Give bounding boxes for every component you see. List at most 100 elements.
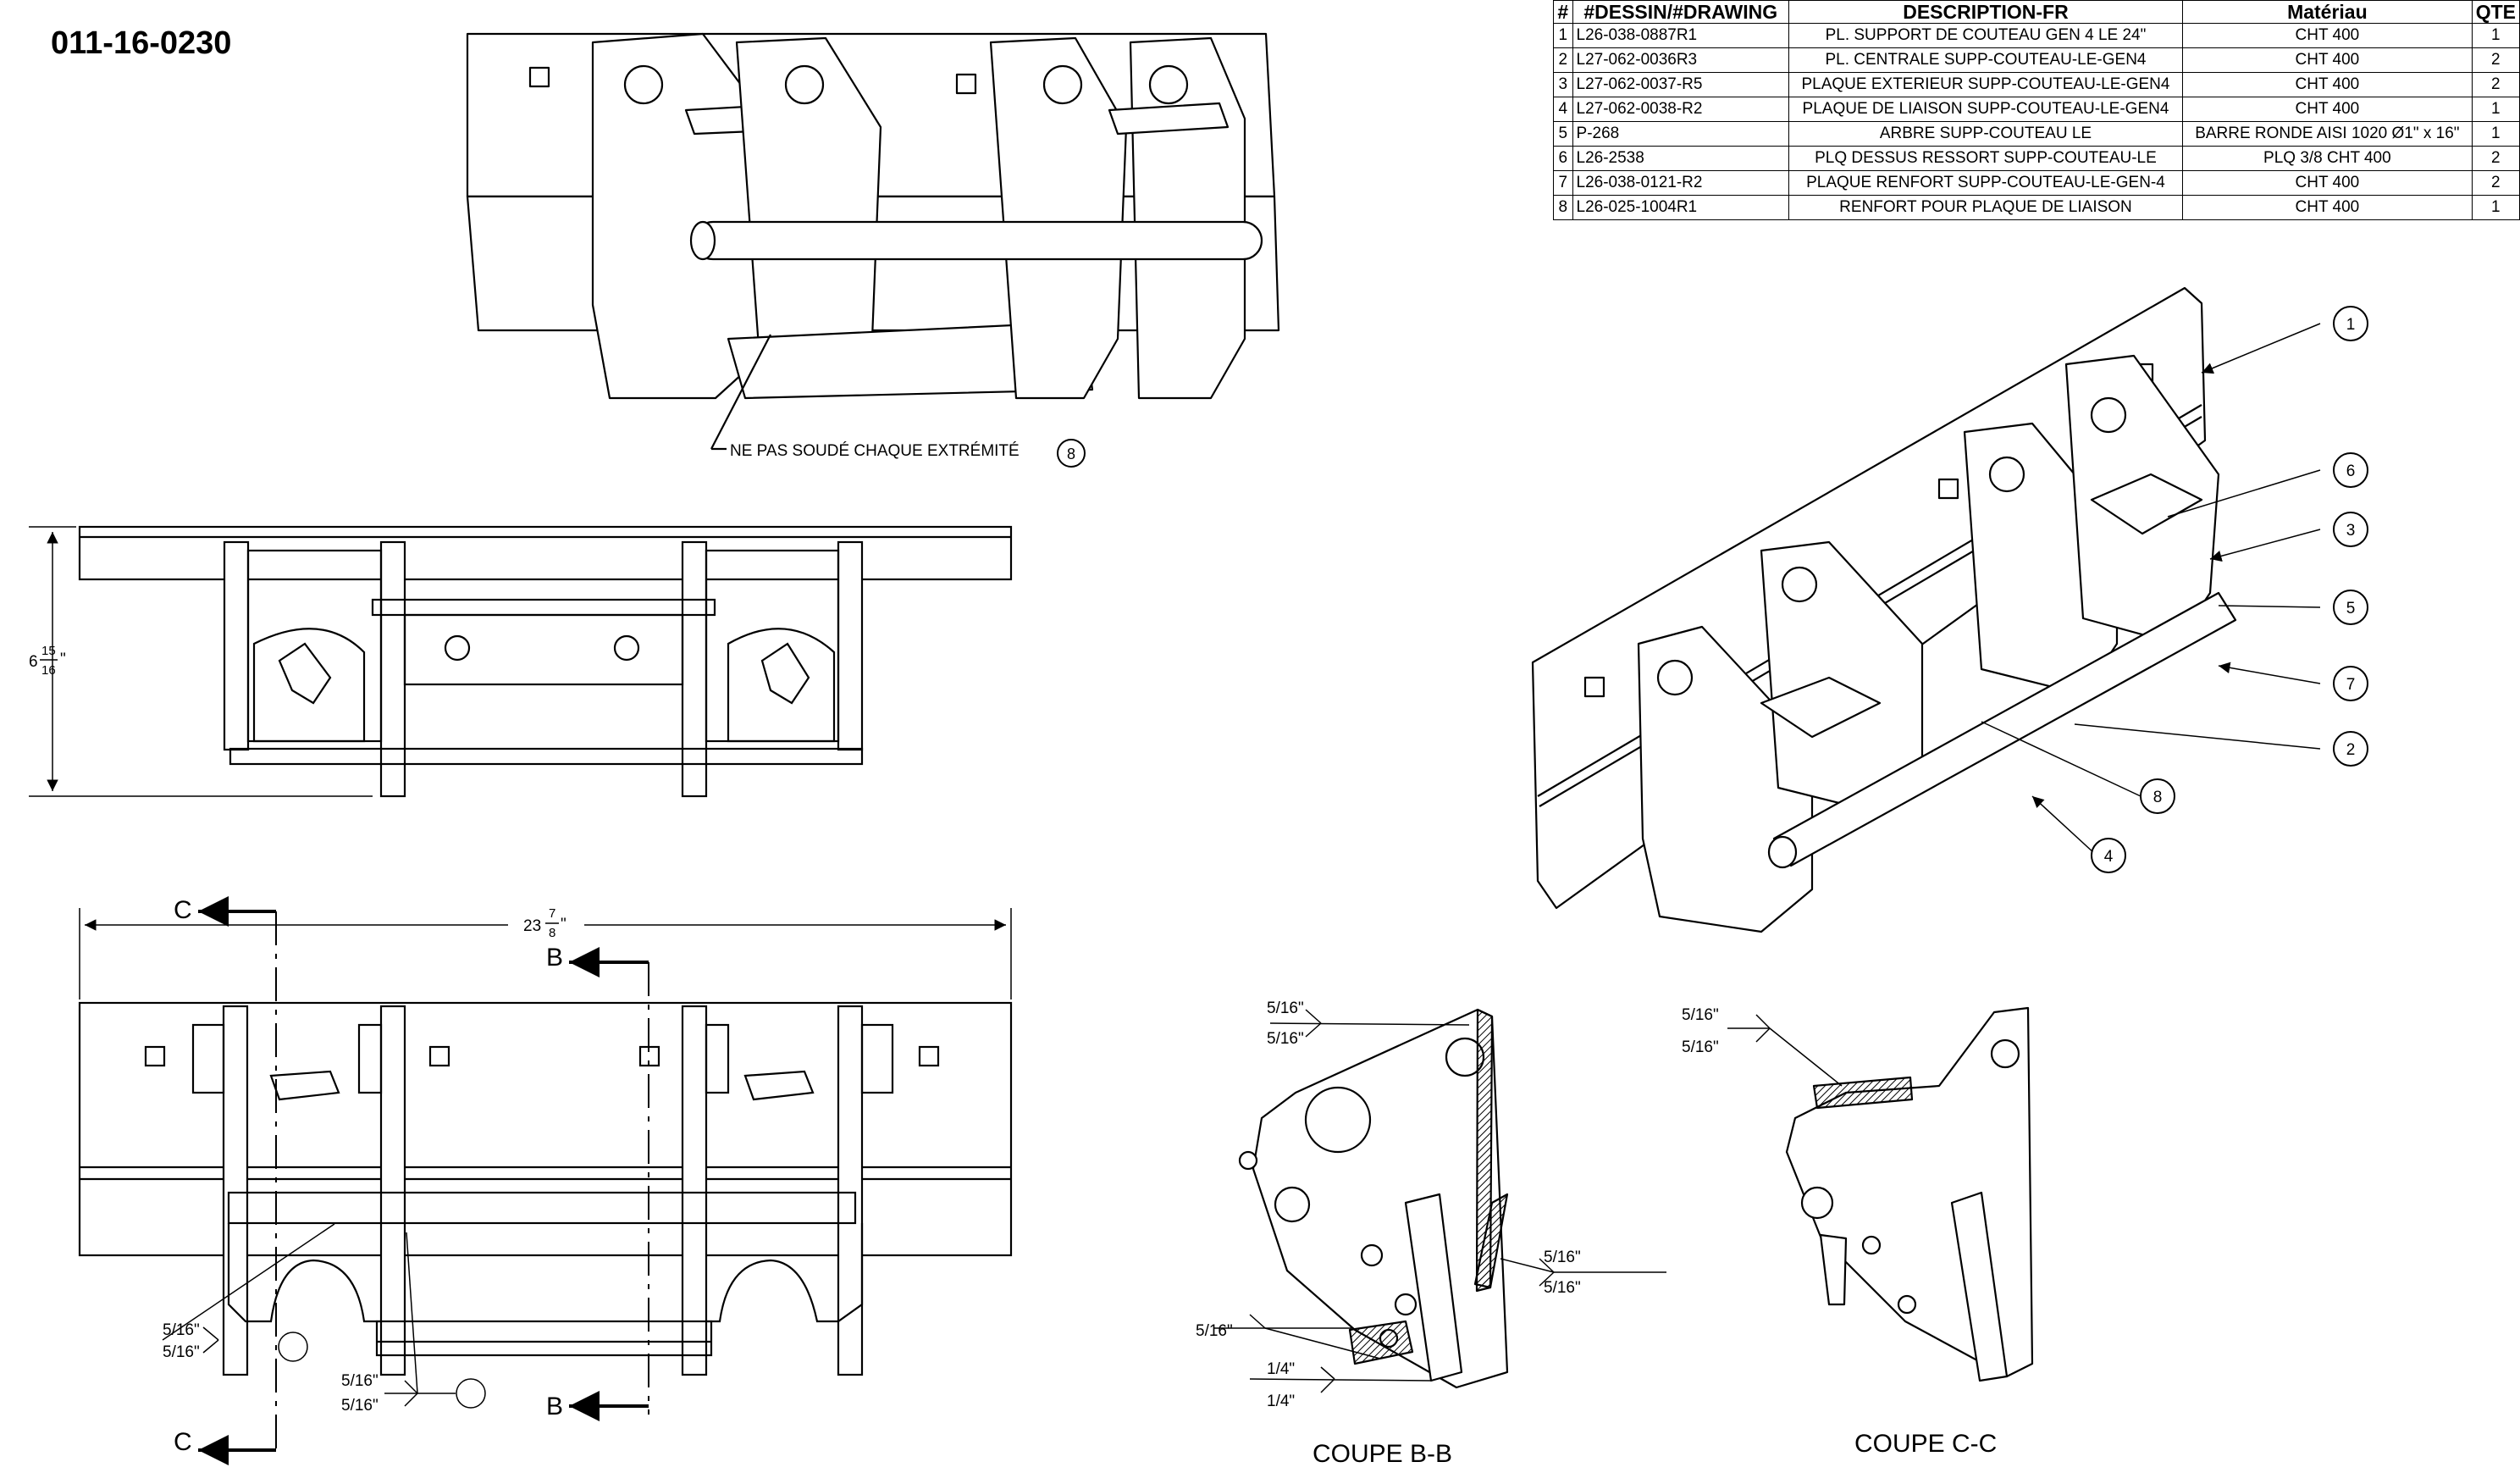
height-dim-num: 15 — [41, 644, 56, 658]
bom-cell-material: CHT 400 — [2182, 47, 2473, 73]
top-plan-view — [78, 525, 1013, 798]
iso-balloon-label: 6 — [2346, 462, 2356, 480]
bom-cell-num: 8 — [1553, 195, 1573, 220]
iso-balloon: 1 — [2333, 306, 2368, 341]
weld-size-bb-3: 5/16" — [1544, 1249, 1581, 1266]
bom-cell-description: ARBRE SUPP-COUTEAU LE — [1788, 121, 2184, 147]
weld-size-cc-1: 5/16" — [1682, 1006, 1719, 1024]
section-line-c — [198, 896, 277, 1465]
bom-cell-drawing: L26-038-0121-R2 — [1572, 170, 1789, 196]
section-line-b — [569, 947, 649, 1421]
weld-size-front-right-top: 5/16" — [341, 1372, 379, 1390]
iso-balloon-label: 4 — [2104, 848, 2114, 866]
bom-header-num: # — [1553, 0, 1573, 24]
iso-balloon: 2 — [2333, 731, 2368, 767]
iso-balloon-label: 3 — [2346, 522, 2356, 540]
bom-cell-drawing: L26-025-1004R1 — [1572, 195, 1789, 220]
balloon-8-note: 8 — [1057, 439, 1086, 468]
iso-balloon: 6 — [2333, 452, 2368, 488]
bill-of-materials: # #DESSIN/#DRAWING DESCRIPTION-FR Matéri… — [1553, 0, 2520, 220]
section-bb-title: COUPE B-B — [1312, 1440, 1452, 1468]
bom-header-description: DESCRIPTION-FR — [1788, 0, 2184, 24]
section-cc-view — [1785, 1006, 2034, 1382]
bom-cell-qty: 2 — [2471, 146, 2520, 171]
width-dim-den: 8 — [549, 926, 555, 940]
height-dim-den: 16 — [41, 663, 56, 678]
bom-cell-qty: 2 — [2471, 170, 2520, 196]
bom-cell-material: CHT 400 — [2182, 72, 2473, 97]
bom-cell-drawing: L27-062-0037-R5 — [1572, 72, 1789, 97]
weld-size-front-left-top: 5/16" — [163, 1321, 200, 1339]
weld-size-bb-4: 5/16" — [1544, 1279, 1581, 1297]
weld-size-bb-6: 1/4" — [1267, 1360, 1295, 1378]
section-c-label-bottom: C — [174, 1428, 192, 1456]
weld-callout-front-left — [162, 1223, 335, 1362]
bom-cell-material: CHT 400 — [2182, 170, 2473, 196]
bom-cell-material: CHT 400 — [2182, 97, 2473, 122]
weld-callouts-bb — [1214, 1009, 1666, 1393]
iso-balloon-label: 5 — [2346, 600, 2356, 617]
iso-balloon: 5 — [2333, 590, 2368, 625]
bom-cell-material: CHT 400 — [2182, 195, 2473, 220]
section-b-label-bottom: B — [546, 1393, 563, 1420]
weld-size-bb-7: 1/4" — [1267, 1393, 1295, 1410]
height-dimension: 6 15 16 " — [29, 526, 373, 797]
weld-size-cc-2: 5/16" — [1682, 1038, 1719, 1056]
width-dim-whole: 23 — [523, 917, 541, 935]
iso-balloon-label: 8 — [2153, 789, 2163, 806]
bom-cell-description: PLAQUE DE LIAISON SUPP-COUTEAU-LE-GEN4 — [1788, 97, 2184, 122]
iso-balloon: 8 — [2140, 778, 2175, 814]
bom-cell-description: PLQ DESSUS RESSORT SUPP-COUTEAU-LE — [1788, 146, 2184, 171]
drawing-number: 011-16-0230 — [51, 25, 232, 61]
iso-balloon: 3 — [2333, 512, 2368, 547]
iso-balloon-label: 2 — [2346, 741, 2356, 759]
bom-cell-qty: 1 — [2471, 195, 2520, 220]
bom-cell-drawing: L26-2538 — [1572, 146, 1789, 171]
front-view — [78, 1001, 1013, 1376]
isometric-view — [1531, 286, 2237, 933]
bom-cell-description: PL. CENTRALE SUPP-COUTEAU-LE-GEN4 — [1788, 47, 2184, 73]
section-c-label-top: C — [174, 896, 192, 924]
bom-cell-material: CHT 400 — [2182, 23, 2473, 48]
bom-header-row: # #DESSIN/#DRAWING DESCRIPTION-FR Matéri… — [1553, 0, 2520, 24]
weld-size-front-left-bottom: 5/16" — [163, 1343, 200, 1361]
iso-balloon: 7 — [2333, 666, 2368, 701]
iso-balloon-label: 1 — [2346, 316, 2356, 334]
bom-cell-material: BARRE RONDE AISI 1020 Ø1" x 16" — [2182, 121, 2473, 147]
section-b-label-top: B — [546, 944, 563, 972]
iso-balloon-label: 7 — [2346, 676, 2356, 694]
weld-size-bb-1: 5/16" — [1267, 999, 1304, 1017]
width-dim-inch: " — [561, 916, 566, 933]
weld-size-bb-2: 5/16" — [1267, 1030, 1304, 1048]
bom-header-drawing: #DESSIN/#DRAWING — [1572, 0, 1789, 24]
width-dim-num: 7 — [549, 906, 555, 921]
weld-size-front-right-bottom: 5/16" — [341, 1397, 379, 1415]
width-dimension: 23 7 8 " — [79, 906, 1012, 999]
top-isometric-view — [466, 32, 1280, 451]
bom-cell-description: PLAQUE EXTERIEUR SUPP-COUTEAU-LE-GEN4 — [1788, 72, 2184, 97]
section-cc-title: COUPE C-C — [1854, 1430, 1997, 1458]
weld-callout-front-right — [384, 1232, 486, 1409]
bom-cell-description: PL. SUPPORT DE COUTEAU GEN 4 LE 24" — [1788, 23, 2184, 48]
bom-cell-qty: 2 — [2471, 72, 2520, 97]
balloon-8-note-label: 8 — [1067, 446, 1075, 462]
weld-callouts-cc — [1727, 1014, 1843, 1087]
section-bb-view — [1238, 1008, 1509, 1389]
iso-leaders — [1981, 323, 2321, 855]
weld-size-bb-5: 5/16" — [1196, 1322, 1233, 1340]
bom-cell-description: PLAQUE RENFORT SUPP-COUTEAU-LE-GEN-4 — [1788, 170, 2184, 196]
bom-cell-qty: 2 — [2471, 47, 2520, 73]
height-dim-inch: " — [60, 651, 66, 668]
no-weld-note: NE PAS SOUDÉ CHAQUE EXTRÉMITÉ — [730, 442, 1020, 460]
bom-cell-drawing: L27-062-0036R3 — [1572, 47, 1789, 73]
height-dim-whole: 6 — [29, 653, 38, 671]
